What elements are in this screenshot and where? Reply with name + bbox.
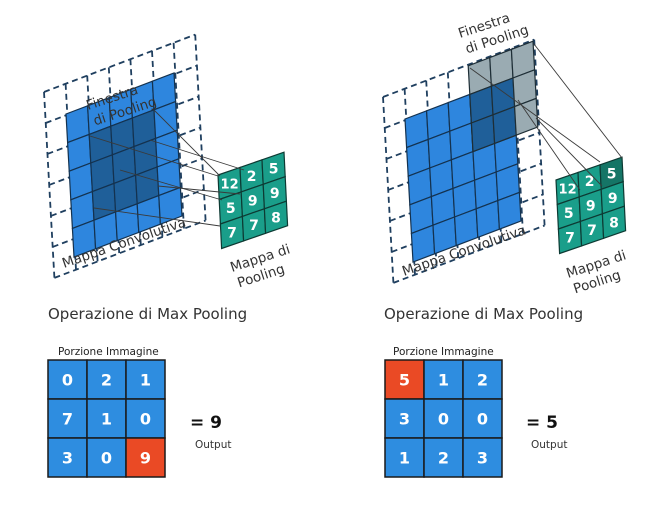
- right-grid-value: 2: [477, 371, 488, 390]
- right-pooled-value: 7: [565, 230, 575, 246]
- right-pooled-value: 2: [585, 174, 595, 190]
- left-grid-value: 3: [62, 449, 73, 468]
- left-projection-line: [89, 135, 219, 177]
- right-grid-cell: [423, 398, 464, 439]
- left-grid-value: 1: [140, 371, 151, 390]
- right-projection-line: [533, 43, 623, 159]
- left-pooled-value: 7: [249, 218, 259, 234]
- right-pooled-value: 9: [608, 191, 618, 207]
- left-grid-cell: [125, 398, 166, 439]
- right-conv-cell: [497, 191, 522, 231]
- right-projection-lines: [469, 43, 623, 191]
- right-pooling-window: [467, 40, 539, 153]
- left-grid-value: 9: [140, 449, 151, 468]
- left-pooled-cell: [263, 200, 289, 235]
- left-conv-cell: [158, 186, 183, 226]
- left-projection-line: [119, 169, 223, 201]
- left-result: = 9: [190, 413, 222, 433]
- right-pooling-window-cell: [513, 97, 539, 137]
- right-projection-line: [535, 117, 603, 187]
- right-pooled-cell: [601, 205, 627, 240]
- left-grid-caption: Porzione Immagine: [58, 346, 159, 358]
- left-pooled-value: 8: [271, 210, 281, 226]
- right-max-cell: [384, 359, 425, 400]
- left-max-cell: [125, 437, 166, 478]
- right-operation-title: Operazione di Max Pooling: [384, 305, 584, 323]
- left-grid-cell: [86, 359, 127, 400]
- left-conv-map: [65, 72, 183, 258]
- right-dashed-hline: [382, 38, 535, 98]
- left-projection-line: [149, 139, 245, 171]
- left-projection-line: [153, 109, 221, 177]
- right-dashed-vline: [382, 96, 395, 283]
- left-grid-value: 0: [62, 371, 73, 390]
- right-grid-value: 3: [399, 410, 410, 429]
- left-image-portion-grid: 0 2 1 7 1 0 3 0 9: [47, 359, 166, 478]
- right-grid-value: 2: [438, 449, 449, 468]
- left-output-label: Output: [195, 439, 232, 451]
- right-grid-cell: [423, 359, 464, 400]
- left-pooled-value: 7: [227, 225, 237, 241]
- right-image-portion-grid: 5 1 2 3 0 0 1 2 3: [384, 359, 503, 478]
- right-grid-cell: [423, 437, 464, 478]
- left-pooled-value: 2: [247, 169, 257, 185]
- left-pooled-value: 9: [248, 193, 258, 209]
- left-projection-lines: [89, 109, 245, 227]
- right-pooled-value: 8: [609, 215, 619, 231]
- left-grid-value: 7: [62, 410, 73, 429]
- left-operation-title: Operazione di Max Pooling: [48, 305, 248, 323]
- right-grid-value: 0: [438, 410, 449, 429]
- left-dashed-hline: [43, 33, 196, 93]
- right-pooled-value: 7: [587, 223, 597, 239]
- right-grid-value: 5: [399, 371, 410, 390]
- right-grid-cell: [462, 437, 503, 478]
- left-dashed-vline: [172, 42, 185, 229]
- left-grid-value: 2: [101, 371, 112, 390]
- left-grid-value: 0: [140, 410, 151, 429]
- left-pooled-value: 12: [221, 177, 239, 192]
- right-pooled-value: 5: [607, 166, 617, 182]
- right-pooled-map-label: Mappa diPooling: [564, 247, 633, 298]
- left-pooled-value: 5: [269, 161, 279, 177]
- left-dashed-hline: [54, 219, 206, 279]
- left-grid-value: 0: [101, 449, 112, 468]
- left-projection-line: [93, 207, 221, 227]
- left-projection-line: [157, 185, 241, 195]
- left-grid-value: 1: [101, 410, 112, 429]
- left-pooled-value: 5: [226, 201, 236, 217]
- right-projection-line: [517, 99, 581, 191]
- right-grid-value: 1: [438, 371, 449, 390]
- right-grid-value: 1: [399, 449, 410, 468]
- right-pooled-value: 5: [564, 206, 574, 222]
- right-pooled-value: 12: [559, 182, 577, 197]
- right-grid-value: 0: [477, 410, 488, 429]
- right-result: = 5: [526, 413, 558, 433]
- right-output-label: Output: [531, 439, 568, 451]
- right-grid-value: 3: [477, 449, 488, 468]
- right-grid-caption: Porzione Immagine: [393, 346, 494, 358]
- left-pooled-value: 9: [270, 186, 280, 202]
- left-pooled-map-label: Mappa diPooling: [228, 241, 297, 292]
- left-dashed-vline: [43, 91, 56, 278]
- right-pooled-value: 9: [586, 198, 596, 214]
- left-grid-cell: [47, 437, 88, 478]
- right-dashed-hline: [393, 224, 545, 284]
- right-projection-line: [469, 67, 601, 163]
